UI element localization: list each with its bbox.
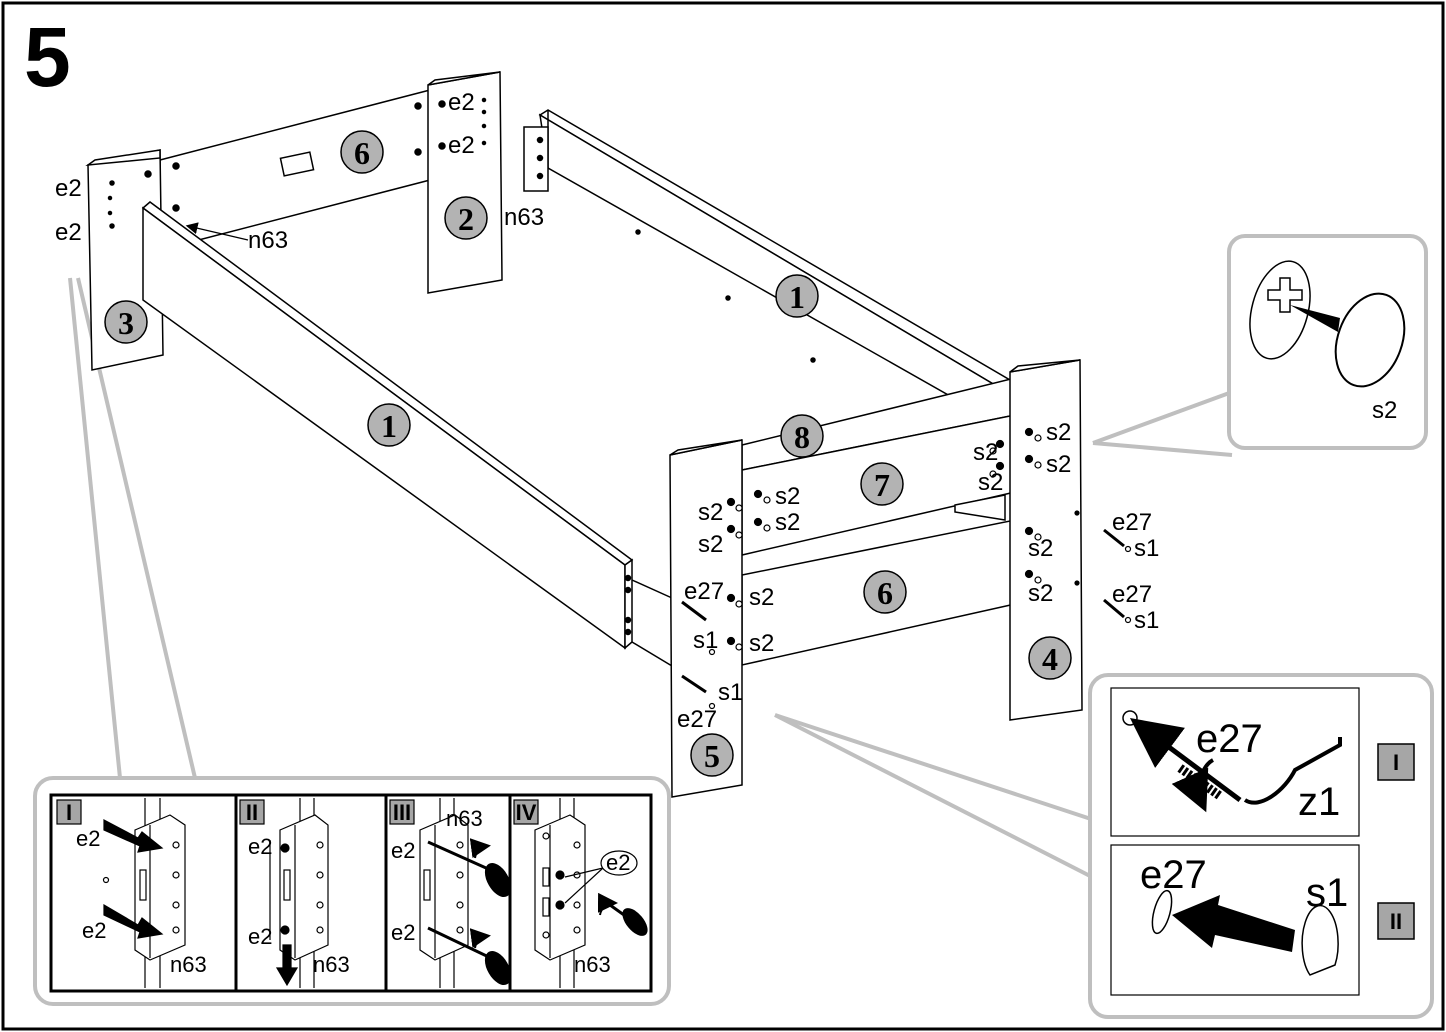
back-rail-1 — [523, 109, 1012, 432]
svg-text:s1: s1 — [718, 679, 743, 706]
svg-text:s2: s2 — [1046, 419, 1071, 446]
svg-text:5: 5 — [704, 738, 720, 774]
detail-panel-iii — [419, 798, 512, 988]
svg-text:e27: e27 — [684, 578, 724, 605]
svg-text:e27: e27 — [1140, 853, 1207, 897]
svg-text:s1: s1 — [1306, 871, 1348, 915]
svg-text:6: 6 — [877, 575, 893, 611]
svg-text:2: 2 — [458, 201, 474, 237]
svg-text:e2: e2 — [606, 850, 630, 875]
svg-text:n63: n63 — [248, 227, 288, 254]
svg-text:e2: e2 — [82, 918, 106, 943]
svg-text:s2: s2 — [1372, 397, 1397, 424]
svg-text:e2: e2 — [248, 834, 272, 859]
part-badge-7: 7 — [860, 462, 904, 506]
svg-text:1: 1 — [381, 408, 397, 444]
svg-text:z1: z1 — [1298, 780, 1340, 824]
s2-cap-callout: s2 — [1227, 234, 1428, 450]
svg-text:s1: s1 — [1134, 607, 1159, 634]
detail-panel-iv — [534, 798, 648, 988]
main-labels: e2 e2 e2 e2 n63 n63 s2 s2 s2 s2 s2 s2 s2… — [55, 89, 1159, 733]
svg-text:8: 8 — [794, 419, 810, 455]
svg-text:e27: e27 — [1196, 717, 1263, 761]
part-badge-5: 5 — [690, 733, 734, 777]
svg-text:I: I — [66, 800, 72, 825]
e27-bolts — [681, 528, 1125, 694]
detail-panel-ii — [269, 798, 329, 988]
e27-callout: e27 z1 e27 s1 I II — [1088, 673, 1434, 1019]
svg-text:IV: IV — [516, 800, 537, 825]
svg-text:s2: s2 — [1028, 580, 1053, 607]
svg-text:4: 4 — [1042, 641, 1058, 677]
svg-text:s1: s1 — [1134, 535, 1159, 562]
svg-text:s2: s2 — [698, 499, 723, 526]
svg-text:s2: s2 — [973, 439, 998, 466]
svg-text:e2: e2 — [448, 132, 475, 159]
svg-text:n63: n63 — [504, 204, 544, 231]
svg-text:s2: s2 — [1028, 535, 1053, 562]
foot-end-holes — [708, 427, 1080, 710]
step-number: 5 — [24, 10, 71, 104]
svg-text:1: 1 — [789, 279, 805, 315]
svg-text:s2: s2 — [775, 483, 800, 510]
svg-text:n63: n63 — [313, 952, 350, 977]
svg-text:n63: n63 — [446, 806, 483, 831]
bracket-detail-callout: I e2 e2 n63 II e2 e2 n63 — [33, 776, 671, 1006]
svg-text:s2: s2 — [749, 584, 774, 611]
part-badge-8: 8 — [780, 414, 824, 458]
svg-text:e2: e2 — [76, 826, 100, 851]
svg-text:s2: s2 — [978, 469, 1003, 496]
svg-text:e2: e2 — [448, 89, 475, 116]
svg-text:e2: e2 — [391, 838, 415, 863]
svg-text:II: II — [246, 800, 258, 825]
svg-text:n63: n63 — [170, 952, 207, 977]
part-badge-4: 4 — [1028, 636, 1072, 680]
part-badge-3: 3 — [104, 300, 148, 344]
svg-text:s2: s2 — [749, 630, 774, 657]
svg-text:6: 6 — [354, 135, 370, 171]
svg-text:e27: e27 — [1112, 509, 1152, 536]
part-badge-1-front: 1 — [367, 403, 411, 447]
svg-text:e2: e2 — [55, 175, 82, 202]
svg-text:e27: e27 — [1112, 581, 1152, 608]
svg-text:s2: s2 — [1046, 451, 1071, 478]
svg-text:e27: e27 — [677, 706, 717, 733]
part-badge-2: 2 — [444, 196, 488, 240]
svg-text:III: III — [393, 800, 411, 825]
svg-text:e2: e2 — [248, 924, 272, 949]
svg-text:s2: s2 — [775, 509, 800, 536]
detail-panel-i — [102, 798, 186, 988]
part-badges: 6 2 3 1 1 8 7 6 4 5 — [104, 130, 1072, 777]
part-badge-1-back: 1 — [775, 274, 819, 318]
svg-text:II: II — [1390, 909, 1402, 934]
svg-text:e2: e2 — [391, 920, 415, 945]
svg-text:n63: n63 — [574, 952, 611, 977]
svg-text:7: 7 — [874, 467, 890, 503]
svg-text:3: 3 — [118, 305, 134, 341]
svg-text:s1: s1 — [693, 627, 718, 654]
svg-text:s2: s2 — [698, 531, 723, 558]
svg-text:e2: e2 — [55, 219, 82, 246]
svg-text:I: I — [1393, 750, 1399, 775]
part-badge-6-front: 6 — [863, 570, 907, 614]
part-badge-6-back: 6 — [340, 130, 384, 174]
